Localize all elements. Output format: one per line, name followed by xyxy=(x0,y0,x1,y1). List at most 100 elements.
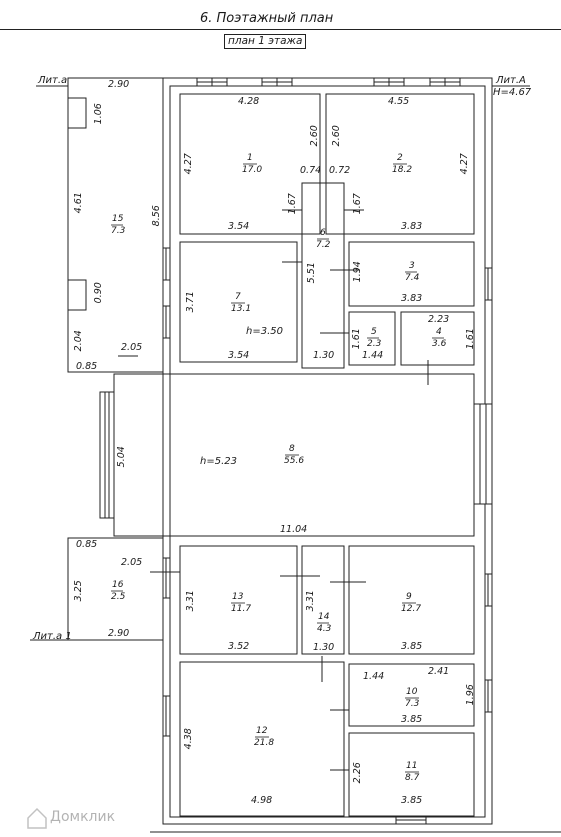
dim-106: 1.06 xyxy=(92,103,104,125)
room-7-outline xyxy=(179,241,298,363)
room-14-number: 14 xyxy=(318,612,330,622)
dim-241: 2.41 xyxy=(428,666,450,677)
dim-196: 1.96 xyxy=(464,684,476,706)
room-1-number: 1 xyxy=(247,153,253,163)
window-right-2 xyxy=(484,573,493,607)
room-16-number: 16 xyxy=(112,580,124,590)
room-5-outline xyxy=(348,311,396,366)
dim-167-a: 1.67 xyxy=(286,193,298,215)
room-13-area: 11.7 xyxy=(231,604,252,614)
window-left-hall xyxy=(99,391,115,519)
dim-856: 8.56 xyxy=(150,205,162,227)
room-15-number: 15 xyxy=(112,214,124,224)
room-9-outline xyxy=(348,545,475,655)
dim-205-b: 2.05 xyxy=(121,557,143,568)
room-16-area: 2.5 xyxy=(111,592,126,602)
dim-371: 3.71 xyxy=(184,291,196,313)
dim-428: 4.28 xyxy=(238,96,260,107)
room-14-outline xyxy=(301,545,345,655)
room-11-outline xyxy=(348,732,475,817)
room-10-number: 10 xyxy=(406,687,418,697)
dim-130-b: 1.30 xyxy=(313,642,335,653)
room-12-outline xyxy=(179,661,345,817)
dim-205-a: 2.05 xyxy=(121,342,143,353)
room-10-area: 7.3 xyxy=(405,699,420,709)
dim-438: 4.38 xyxy=(182,728,194,750)
window-top-4 xyxy=(429,77,461,87)
watermark-text: Домклик xyxy=(50,809,116,825)
dim-385-a: 3.85 xyxy=(401,641,423,652)
window-left-4 xyxy=(162,695,171,737)
dim-144-a: 1.44 xyxy=(362,350,384,361)
label-h-room7: h=3.50 xyxy=(246,326,283,337)
dim-325: 3.25 xyxy=(72,580,84,602)
floor-subtitle: план 1 этажа xyxy=(224,34,307,49)
annex-a1-wall xyxy=(67,537,164,641)
dim-085-a: 0.85 xyxy=(76,361,98,372)
dim-072: 0.72 xyxy=(329,165,351,176)
room-14-area: 4.3 xyxy=(317,624,332,634)
label-h-room8: h=5.23 xyxy=(200,456,237,467)
room-3-number: 3 xyxy=(409,261,415,271)
window-left-1 xyxy=(162,247,171,281)
dim-427-b: 4.27 xyxy=(458,153,470,175)
room-5-area: 2.3 xyxy=(367,339,382,349)
dim-161-b: 1.61 xyxy=(464,328,476,350)
main-outer-wall xyxy=(162,77,493,825)
label-lit-a1: Лит.а 1 xyxy=(33,631,72,642)
dim-1104: 11.04 xyxy=(280,524,308,535)
room-5-number: 5 xyxy=(371,327,377,337)
room-2-area: 18.2 xyxy=(392,165,413,175)
room-4-outline xyxy=(400,311,475,366)
room-9-number: 9 xyxy=(406,592,412,602)
dim-331-b: 3.31 xyxy=(304,590,316,612)
room-6-outline xyxy=(301,182,345,369)
dim-144-b: 1.44 xyxy=(363,671,385,682)
window-left-2 xyxy=(162,305,171,339)
dim-223: 2.23 xyxy=(428,314,450,325)
room-12-number: 12 xyxy=(256,726,268,736)
room-2-outline xyxy=(325,93,475,235)
room-8-area: 55.6 xyxy=(284,456,305,466)
dim-352: 3.52 xyxy=(228,641,250,652)
dim-085-b: 0.85 xyxy=(76,539,98,550)
dim-331-a: 3.31 xyxy=(184,590,196,612)
room-4-number: 4 xyxy=(436,327,442,337)
room-1-outline xyxy=(179,93,321,235)
room-3-outline xyxy=(348,241,475,307)
dim-194: 1.94 xyxy=(351,261,363,283)
label-lit-a: Лит.а xyxy=(38,75,68,86)
dim-354-b: 3.54 xyxy=(228,350,250,361)
room-9-area: 12.7 xyxy=(401,604,422,614)
dim-385-b: 3.85 xyxy=(401,714,423,725)
window-top-2 xyxy=(261,77,293,87)
room-8-number: 8 xyxy=(289,444,295,454)
room-1-area: 17.0 xyxy=(242,165,263,175)
room-11-number: 11 xyxy=(406,761,418,771)
window-top-1 xyxy=(196,77,228,87)
dim-074: 0.74 xyxy=(300,165,322,176)
dim-161-a: 1.61 xyxy=(350,328,362,350)
dim-130-a: 1.30 xyxy=(313,350,335,361)
room-6-area: 7.2 xyxy=(316,240,331,250)
dim-260-a: 2.60 xyxy=(308,125,320,147)
dim-498: 4.98 xyxy=(251,795,273,806)
dim-260-b: 2.60 xyxy=(330,125,342,147)
dim-226: 2.26 xyxy=(351,762,363,784)
room-13-outline xyxy=(179,545,298,655)
room-2-number: 2 xyxy=(397,153,403,163)
dim-427-a: 4.27 xyxy=(182,153,194,175)
dim-385-c: 3.85 xyxy=(401,795,423,806)
window-left-3 xyxy=(162,557,171,599)
main-inner-wall xyxy=(169,85,486,818)
dim-204: 2.04 xyxy=(72,330,84,352)
dim-090: 0.90 xyxy=(92,282,104,304)
window-bottom-1 xyxy=(395,816,427,825)
dim-167-b: 1.67 xyxy=(351,193,363,215)
room-3-area: 7.4 xyxy=(405,273,420,283)
window-right-3 xyxy=(484,679,493,713)
label-height-main: H=4.67 xyxy=(493,87,532,98)
room-12-area: 21.8 xyxy=(254,738,275,748)
dim-354-a: 3.54 xyxy=(228,221,250,232)
